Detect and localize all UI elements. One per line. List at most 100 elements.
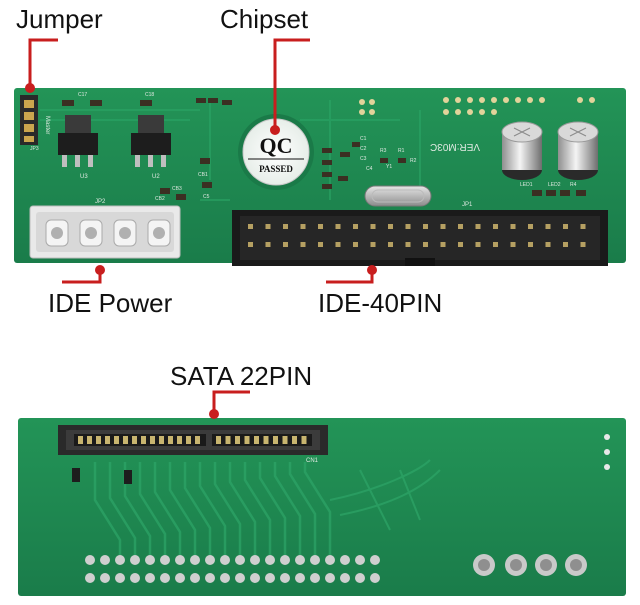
ide-solder-pad (160, 573, 170, 583)
ide-pin (265, 224, 271, 229)
ide-pin (580, 242, 586, 247)
electrolytic-capacitor-icon (501, 121, 543, 180)
silk-cb3: CB3 (172, 186, 182, 192)
passed-text: PASSED (259, 164, 293, 174)
sata-pin (282, 436, 288, 444)
sata-pin (254, 436, 259, 444)
ide-pin (405, 224, 411, 229)
sata-pin (132, 436, 137, 444)
ide-40pin-connector (232, 210, 608, 266)
silk-labels-top: C17 C18 CB1 CB2 CB3 C5 C1 C2 C3 C4 R3 R1… (30, 92, 577, 202)
sata-pin (150, 436, 155, 444)
sata-pin (273, 436, 278, 444)
callout-sata-line (212, 390, 250, 414)
silk-led2: LED2 (548, 182, 561, 188)
ide-pin (475, 224, 481, 229)
silk-c18: C18 (145, 92, 154, 98)
ide-pin (493, 224, 498, 229)
header-pads-top (359, 97, 595, 115)
sata-pin (141, 436, 146, 444)
callout-ide-power-dot (95, 265, 105, 275)
electrolytic-capacitor-2-icon (557, 121, 599, 180)
silk-master: Master (44, 116, 50, 134)
ide-power-connector (29, 205, 181, 259)
qc-passed-sticker: QC PASSED (238, 114, 314, 190)
sata-pin (263, 436, 269, 444)
silk-y1: Y1 (386, 164, 392, 170)
ide-solder-pad (175, 555, 185, 565)
sata-pin (177, 436, 182, 444)
ide-pin (283, 224, 288, 229)
ide-pin (248, 242, 253, 247)
silk-jp2: JP2 (95, 199, 106, 205)
silk-cb1: CB1 (198, 172, 208, 178)
sata-pin (96, 436, 101, 444)
sata-pin (301, 436, 307, 444)
callout-dots (25, 83, 377, 419)
ide-solder-pad (115, 555, 125, 565)
bottom-pads (72, 468, 132, 484)
silk-c4: C4 (366, 166, 373, 172)
ide-pin (440, 242, 446, 247)
callout-ide-40pin-line (326, 270, 374, 284)
silk-u2: U2 (152, 174, 160, 180)
ide-solder-pad (295, 573, 305, 583)
ide-pin (423, 242, 428, 247)
ide-solder-pad (205, 555, 215, 565)
ide-solder-pad (310, 555, 320, 565)
ide-solder-pad (190, 573, 200, 583)
ide-solder-pad (85, 573, 95, 583)
silk-version: VER:M03C (430, 141, 480, 152)
ide-pin (475, 242, 481, 247)
ide-solder-pad (340, 573, 350, 583)
ide-pin (458, 224, 463, 229)
silk-cb2: CB2 (155, 196, 165, 202)
ide-solder-pad (325, 555, 335, 565)
ide-pin (388, 224, 393, 229)
ide-solder-pad (325, 573, 335, 583)
sata-pin (292, 436, 297, 444)
ide-pin (493, 242, 498, 247)
silk-jp1: JP1 (462, 202, 473, 208)
ide-solder-pad (145, 573, 155, 583)
ide-pin (335, 224, 341, 229)
ide-pin (563, 242, 568, 247)
ide-pin (353, 242, 358, 247)
ide-solder-pad (220, 555, 230, 565)
power-solder-pads (473, 554, 587, 576)
ide-solder-pad (280, 573, 290, 583)
sata-pin (87, 436, 92, 444)
sata-pin (225, 436, 231, 444)
voltage-regulator-u2 (131, 115, 171, 167)
silk-c1: C1 (360, 136, 367, 142)
silk-led1: LED1 (520, 182, 533, 188)
ide-solder-pad (310, 573, 320, 583)
ide-pin (510, 242, 516, 247)
ide-solder-pad (265, 555, 275, 565)
sata-pin (216, 436, 221, 444)
ide-pin (300, 242, 306, 247)
sata-pin (105, 436, 110, 444)
silk-c2: C2 (360, 146, 367, 152)
silk-jp3: JP3 (30, 146, 39, 152)
sata-pin (235, 436, 240, 444)
ide-pin (545, 224, 551, 229)
silk-cn1: CN1 (306, 458, 319, 464)
ide-pins (248, 224, 586, 247)
ide-pin (248, 224, 253, 229)
ide-pin (318, 242, 323, 247)
label-jumper: Jumper (16, 4, 103, 34)
ide-pin (318, 224, 323, 229)
ide-solder-pad (145, 555, 155, 565)
label-sata-22pin: SATA 22PIN (170, 361, 312, 391)
sata-pin (159, 436, 164, 444)
ide-solder-pad (370, 573, 380, 583)
ide-solder-pad (235, 555, 245, 565)
ide-pin (370, 242, 376, 247)
ide-pin (580, 224, 586, 229)
smd-components-top (62, 98, 586, 200)
top-board: Master U3 U2 (14, 88, 626, 266)
ide-solder-pad (250, 555, 260, 565)
callout-chipset-line (273, 38, 310, 130)
